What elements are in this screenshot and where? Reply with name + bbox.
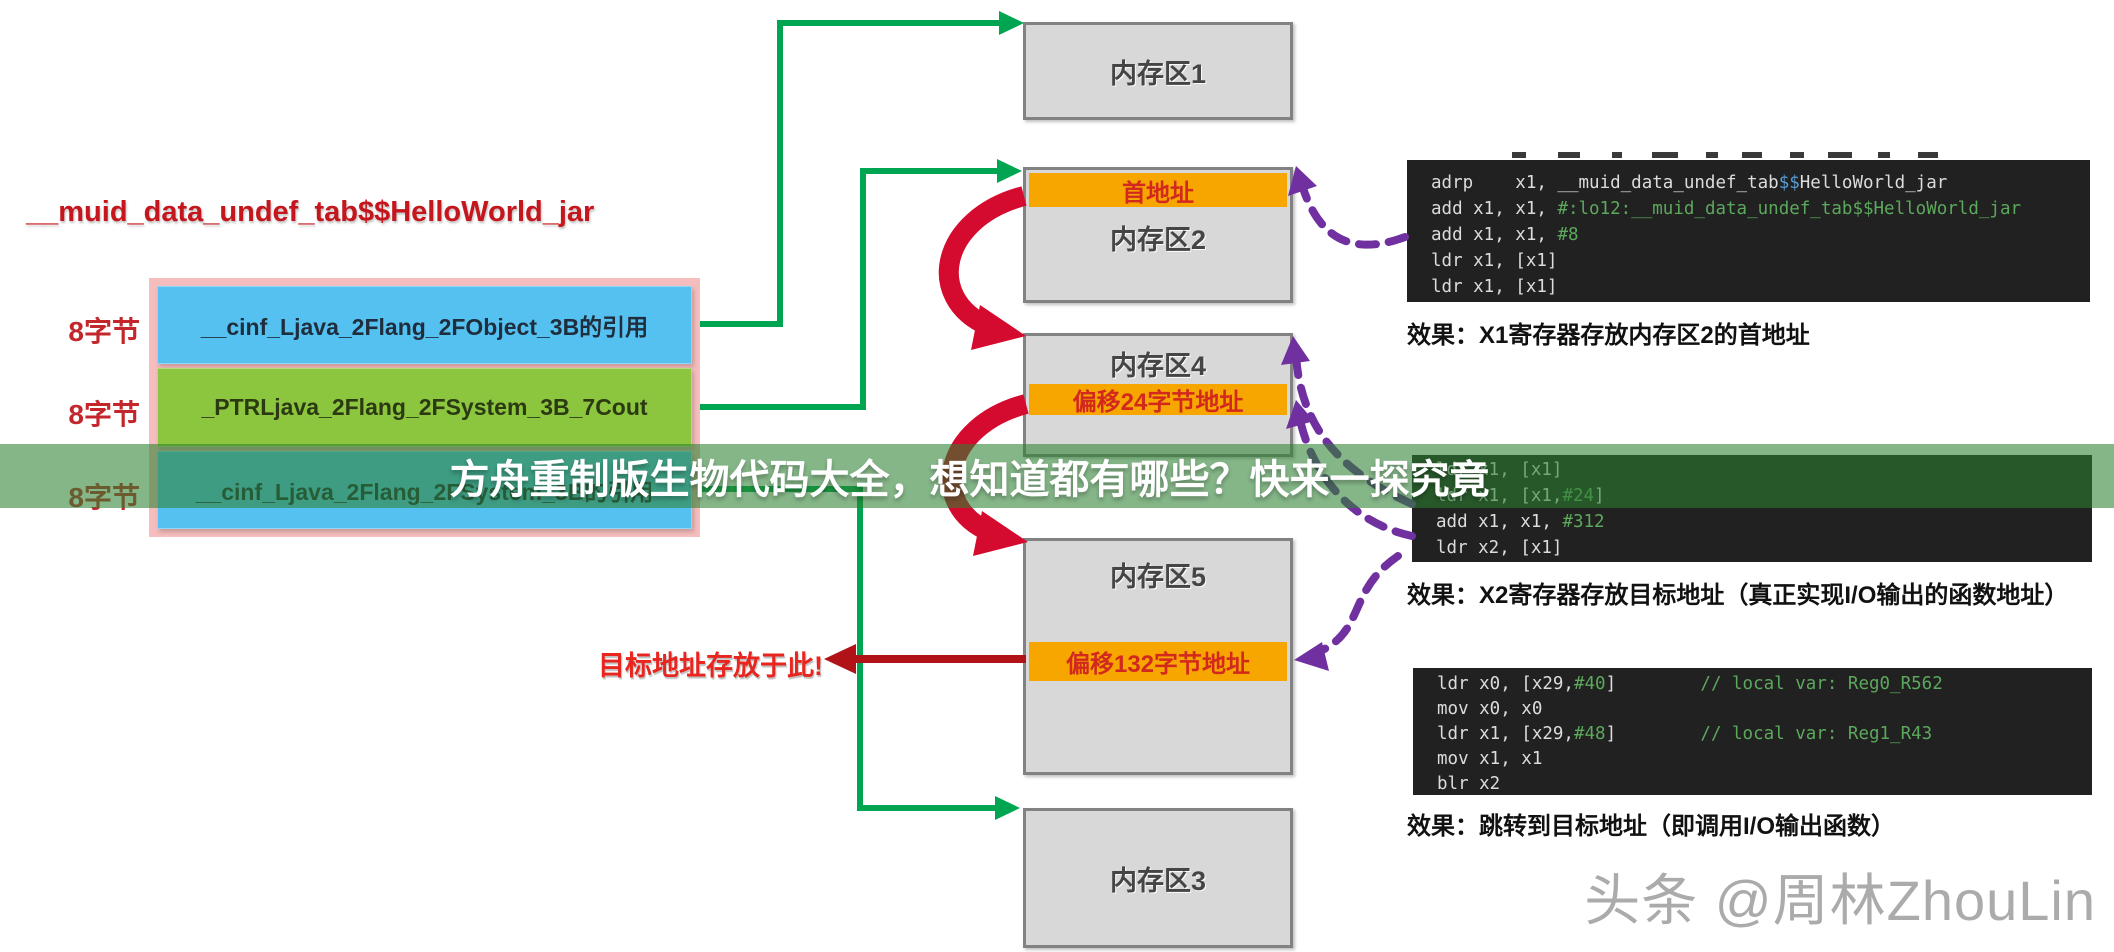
table-row: _PTRLjava_2Flang_2FSystem_3B_7Cout [157,368,692,447]
code-line: ldr x1, [x1] [1431,251,1558,271]
code-line: ldr x1, [x29,#48] // local var: Reg1_R43 [1437,724,1933,744]
code-line: ldr x2, [x1] [1436,538,1563,558]
code-line: add x1, x1, #8 [1431,225,1579,245]
memory-box-label: 内存区4 [1109,351,1207,381]
effect-caption-1: 效果：X1寄存器存放内存区2的首地址 [1407,322,1810,349]
green-connector-row2-to-mem2 [700,168,1002,410]
purple-dashed-code1-to-shoudizhi [1299,184,1409,249]
byte-size-label: 8字节 [68,316,140,347]
green-arrowhead [997,159,1022,183]
code-line: ldr x0, [x29,#40] // local var: Reg0_R56… [1437,674,1943,694]
memory-box-label: 内存区2 [1109,225,1207,255]
target-address-arrowhead [824,644,856,674]
code-line: mov x1, x1 [1437,749,1543,769]
address-band: 偏移24字节地址 [1029,384,1287,416]
address-band: 偏移132字节地址 [1029,642,1287,681]
headline-text: 方舟重制版生物代码大全，想知道都有哪些？快来一探究竟 [449,458,1490,502]
code-line: adrp x1, __muid_data_undef_tab$$HelloWor… [1431,173,1948,193]
table-row: __cinf_Ljava_2Flang_2FObject_3B的引用 [157,286,692,365]
code-line: ldr x1, [x1] [1431,277,1558,297]
byte-size-label: 8字节 [68,399,140,430]
green-arrowhead [999,11,1024,35]
watermark-logo: 头条 @周林ZhouLin [1584,869,2096,932]
symbol-title: __muid_data_undef_tab$$HelloWorld_jar [26,196,595,228]
purple-arrowhead [1294,642,1329,671]
memory-box-label: 内存区1 [1109,58,1207,89]
red-crescent-arrowhead [971,305,1026,350]
red-crescent-arrowhead [973,511,1028,556]
cropped-text-remnant [1512,152,1938,158]
purple-dashed-code2-to-offset132 [1306,552,1402,659]
address-band: 首地址 [1029,173,1287,207]
memory-box-3: 内存区3 [1023,808,1293,948]
code-line: blr x2 [1437,774,1501,794]
target-address-note: 目标地址存放于此! [598,651,823,681]
memory-box-label: 内存区3 [1109,865,1207,896]
memory-box-4: 内存区4 偏移24字节地址 [1023,333,1293,457]
green-arrowhead [995,796,1020,820]
assembly-code-block-3: ldr x0, [x29,#40] // local var: Reg0_R56… [1413,668,2092,795]
memory-box-label: 内存区5 [1109,562,1207,592]
memory-box-2: 首地址 内存区2 [1023,167,1293,303]
memory-box-5: 内存区5 偏移132字节地址 [1023,538,1293,775]
effect-caption-2: 效果：X2寄存器存放目标地址（真正实现I/O输出的函数地址） [1407,582,2069,609]
memory-box-1: 内存区1 [1023,22,1293,120]
red-crescent-arrow-mem2-to-mem4 [938,186,1027,336]
code-line: mov x0, x0 [1437,699,1543,719]
effect-caption-3: 效果：跳转到目标地址（即调用I/O输出函数） [1407,813,1896,840]
headline-overlay-banner: 方舟重制版生物代码大全，想知道都有哪些？快来一探究竟 [0,444,2114,508]
code-line: add x1, x1, #:lo12:__muid_data_undef_tab… [1431,199,2022,219]
assembly-code-block-1: adrp x1, __muid_data_undef_tab$$HelloWor… [1407,160,2090,302]
green-connector-row1-to-mem1 [700,20,1004,327]
code-line: add x1, x1, #312 [1436,512,1605,532]
